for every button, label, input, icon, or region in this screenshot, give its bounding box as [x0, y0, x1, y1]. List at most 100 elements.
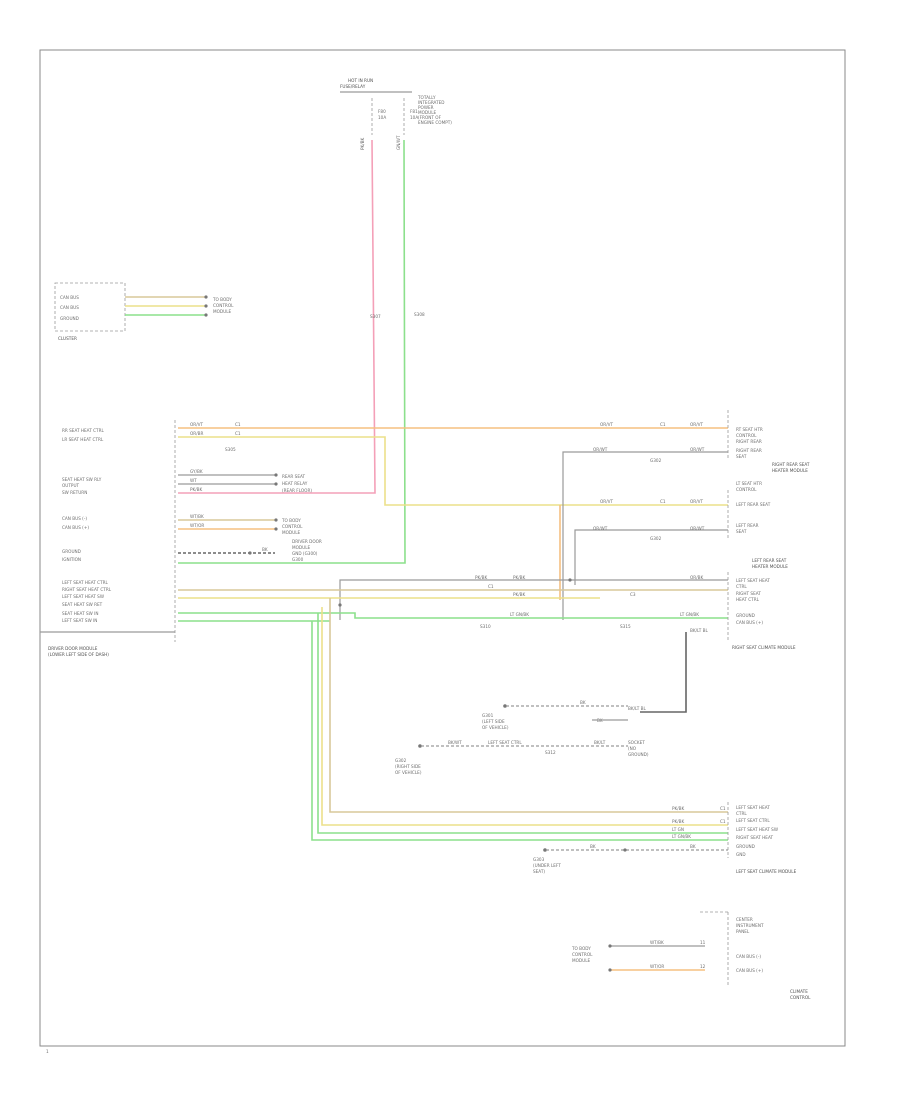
svg-text:LEFT REAR: LEFT REAR — [736, 523, 759, 528]
svg-text:RIGHT SEAT HEAT: RIGHT SEAT HEAT — [736, 835, 773, 840]
svg-text:TO BODY: TO BODY — [281, 518, 301, 523]
svg-text:OR/WT: OR/WT — [593, 526, 608, 531]
svg-text:RIGHT REAR: RIGHT REAR — [736, 448, 762, 453]
svg-text:LT GN/BK: LT GN/BK — [680, 612, 699, 617]
wire-tan-ls — [329, 598, 728, 813]
left-control-module: DRIVER DOOR MODULE (LOWER LEFT SIDE OF D… — [40, 420, 176, 657]
svg-text:WT/BK: WT/BK — [190, 514, 204, 519]
left-rear-heater: LT SEAT HTR CONTROL LEFT REAR SEAT LEFT … — [727, 481, 771, 540]
svg-text:F81: F81 — [410, 109, 418, 114]
svg-text:PK/BK: PK/BK — [513, 592, 526, 597]
wire-gray-rr2 — [574, 529, 728, 585]
svg-text:PK/BK: PK/BK — [360, 137, 365, 150]
svg-text:12: 12 — [700, 964, 706, 969]
svg-text:MODULE: MODULE — [292, 545, 311, 550]
svg-text:MODULE: MODULE — [418, 110, 437, 115]
svg-text:(UNDER LEFT: (UNDER LEFT — [533, 863, 561, 868]
svg-text:CAN BUS (-): CAN BUS (-) — [736, 954, 761, 959]
svg-text:GROUND: GROUND — [736, 613, 755, 618]
svg-text:OR/VT: OR/VT — [190, 422, 203, 427]
svg-text:(NO: (NO — [628, 746, 637, 751]
svg-text:C1: C1 — [660, 499, 666, 504]
svg-text:LEFT SEAT HEAT SW: LEFT SEAT HEAT SW — [736, 827, 778, 832]
right-seat-climate: LEFT SEAT HEAT CTRL RIGHT SEAT HEAT CTRL… — [727, 558, 796, 650]
left-seat-climate: LEFT SEAT HEAT CTRL LEFT SEAT CTRL LEFT … — [727, 802, 797, 874]
wire-ground-right — [640, 632, 687, 713]
svg-text:OUTPUT: OUTPUT — [62, 483, 80, 488]
svg-text:C1: C1 — [660, 422, 666, 427]
svg-text:SEAT: SEAT — [736, 454, 747, 459]
svg-text:OR/WT: OR/WT — [690, 447, 705, 452]
svg-text:HEAT CTRL: HEAT CTRL — [736, 597, 760, 602]
svg-text:PK/BK: PK/BK — [475, 575, 488, 580]
svg-text:(RIGHT SIDE: (RIGHT SIDE — [395, 764, 421, 769]
svg-text:GROUND): GROUND) — [628, 752, 649, 757]
svg-text:OR/WT: OR/WT — [593, 447, 608, 452]
wire-tan-rr — [178, 436, 728, 506]
svg-text:OR/VT: OR/VT — [690, 422, 703, 427]
svg-text:OR/BK: OR/BK — [690, 575, 703, 580]
svg-text:MODULE: MODULE — [213, 309, 232, 314]
svg-text:G302: G302 — [650, 458, 662, 463]
svg-text:LEFT SEAT HEAT CTRL: LEFT SEAT HEAT CTRL — [62, 580, 109, 585]
wire-pink-main — [178, 139, 376, 494]
svg-text:CONTROL: CONTROL — [282, 524, 303, 529]
svg-text:S305: S305 — [225, 447, 236, 452]
svg-text:(FRONT OF: (FRONT OF — [418, 115, 442, 120]
svg-text:SOCKET: SOCKET — [628, 740, 645, 745]
svg-text:LEFT REAR SEAT: LEFT REAR SEAT — [752, 558, 787, 563]
svg-text:S315: S315 — [620, 624, 631, 629]
svg-text:10A: 10A — [378, 115, 386, 120]
svg-text:CAN BUS: CAN BUS — [60, 305, 79, 310]
svg-text:RR SEAT HEAT CTRL: RR SEAT HEAT CTRL — [62, 428, 104, 433]
svg-text:GY/BK: GY/BK — [190, 469, 203, 474]
svg-text:CTRL: CTRL — [736, 811, 747, 816]
svg-text:WT/OR: WT/OR — [190, 523, 204, 528]
svg-text:DRIVER DOOR: DRIVER DOOR — [292, 539, 322, 544]
svg-text:RT SEAT HTR: RT SEAT HTR — [736, 427, 763, 432]
svg-text:RIGHT REAR SEAT: RIGHT REAR SEAT — [772, 462, 810, 467]
svg-text:SEAT): SEAT) — [533, 869, 545, 874]
svg-text:G300: G300 — [292, 557, 304, 562]
wire-green-ls2 — [311, 621, 728, 841]
svg-text:WT/OR: WT/OR — [650, 964, 664, 969]
svg-text:RIGHT SEAT: RIGHT SEAT — [736, 591, 761, 596]
svg-text:OF VEHICLE): OF VEHICLE) — [395, 770, 422, 775]
wire-gray-rr1 — [562, 451, 728, 620]
svg-text:WT: WT — [190, 478, 197, 483]
svg-text:HEATER MODULE: HEATER MODULE — [772, 468, 808, 473]
svg-text:OR/VT: OR/VT — [600, 422, 613, 427]
svg-text:TOTALLY: TOTALLY — [417, 95, 436, 100]
svg-text:HEATER MODULE: HEATER MODULE — [752, 564, 788, 569]
svg-text:C1: C1 — [720, 806, 726, 811]
right-rear-heater: RT SEAT HTR CONTROL RIGHT REAR RIGHT REA… — [727, 410, 810, 473]
svg-text:OF VEHICLE): OF VEHICLE) — [482, 725, 509, 730]
page-number: 1 — [46, 1049, 49, 1054]
svg-text:(REAR FLOOR): (REAR FLOOR) — [282, 488, 312, 493]
svg-text:CONTROL: CONTROL — [213, 303, 234, 308]
svg-text:LEFT SEAT SW IN: LEFT SEAT SW IN — [62, 618, 97, 623]
svg-text:BK: BK — [580, 700, 586, 705]
svg-text:LT GN: LT GN — [672, 827, 684, 832]
svg-text:S308: S308 — [414, 312, 425, 317]
svg-text:INSTRUMENT: INSTRUMENT — [736, 923, 764, 928]
svg-text:POWER: POWER — [418, 105, 434, 110]
svg-text:S307: S307 — [370, 314, 381, 319]
svg-text:LT GN/BK: LT GN/BK — [672, 834, 691, 839]
svg-text:LEFT SEAT HEAT SW: LEFT SEAT HEAT SW — [62, 594, 104, 599]
wire-green-ls1 — [317, 613, 728, 834]
svg-text:GN/WT: GN/WT — [396, 135, 401, 150]
svg-text:OR/WT: OR/WT — [690, 526, 705, 531]
svg-text:CAN BUS (+): CAN BUS (+) — [736, 620, 763, 625]
svg-text:CAN BUS: CAN BUS — [60, 295, 79, 300]
svg-text:LT GN/BK: LT GN/BK — [510, 612, 529, 617]
svg-text:SEAT HEAT SW RLY: SEAT HEAT SW RLY — [62, 477, 102, 482]
svg-text:CONTROL: CONTROL — [790, 995, 811, 1000]
svg-text:OR/VT: OR/VT — [600, 499, 613, 504]
svg-text:INTEGRATED: INTEGRATED — [418, 100, 445, 105]
svg-text:S310: S310 — [480, 624, 491, 629]
svg-text:PK/BK: PK/BK — [190, 487, 203, 492]
svg-text:SEAT HEAT SW RET: SEAT HEAT SW RET — [62, 602, 103, 607]
svg-text:LEFT SEAT CTRL: LEFT SEAT CTRL — [736, 818, 770, 823]
